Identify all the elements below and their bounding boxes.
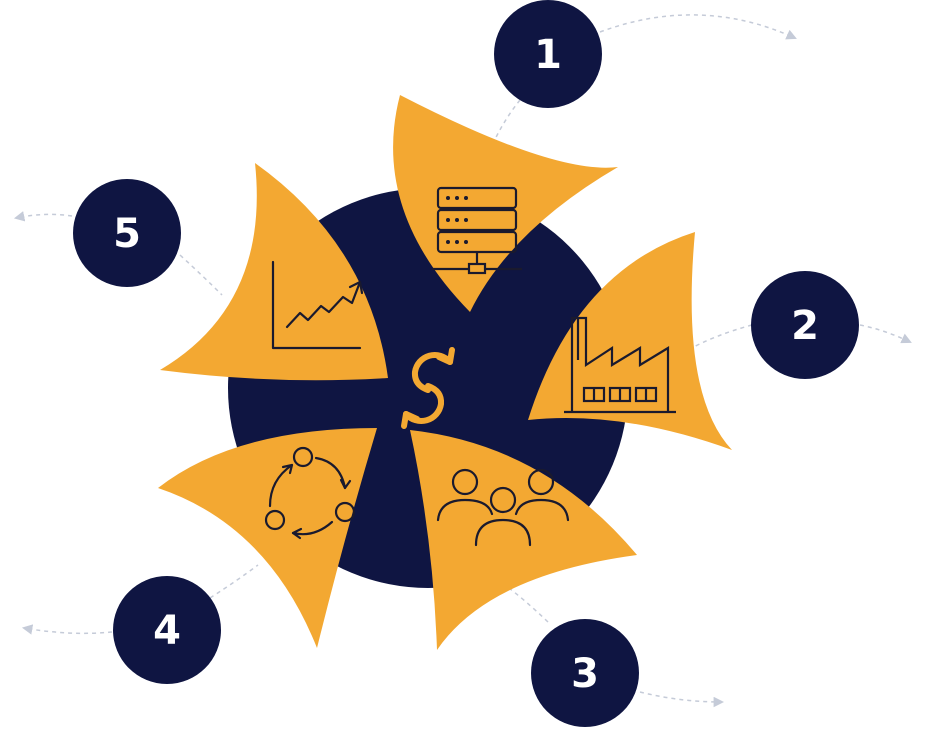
- step-number-2: 2: [791, 303, 819, 349]
- step-number-1: 1: [534, 32, 562, 78]
- growth-chart-icon: [271, 260, 364, 350]
- sync-arrows-icon: [401, 347, 455, 429]
- connector-4-inner: [209, 564, 259, 599]
- petal-3: [410, 430, 637, 650]
- factory-icon: [564, 316, 676, 414]
- cycle-process-icon: [264, 446, 356, 540]
- step-badge-4: 4: [113, 576, 221, 684]
- step-badge-1: 1: [494, 0, 602, 108]
- connector-4-outer: [21, 624, 113, 635]
- petal-4: [158, 428, 377, 648]
- connector-3-outer: [639, 691, 725, 708]
- connector-3-inner: [504, 584, 549, 623]
- connector-5-inner: [179, 254, 223, 296]
- step-number-4: 4: [153, 608, 181, 654]
- step-number-3: 3: [571, 651, 599, 697]
- step-badge-2: 2: [751, 271, 859, 379]
- connector-2-inner: [687, 324, 753, 351]
- step-number-5: 5: [113, 211, 141, 257]
- connector-5-outer: [13, 211, 73, 222]
- team-people-icon: [436, 468, 570, 547]
- step-badge-3: 3: [531, 619, 639, 727]
- connector-1-outer: [599, 14, 797, 40]
- petal-1: [393, 95, 618, 312]
- step-badge-5: 5: [73, 179, 181, 287]
- connector-2-outer: [859, 324, 912, 344]
- server-rack-icon: [432, 186, 522, 275]
- petal-2: [528, 232, 732, 450]
